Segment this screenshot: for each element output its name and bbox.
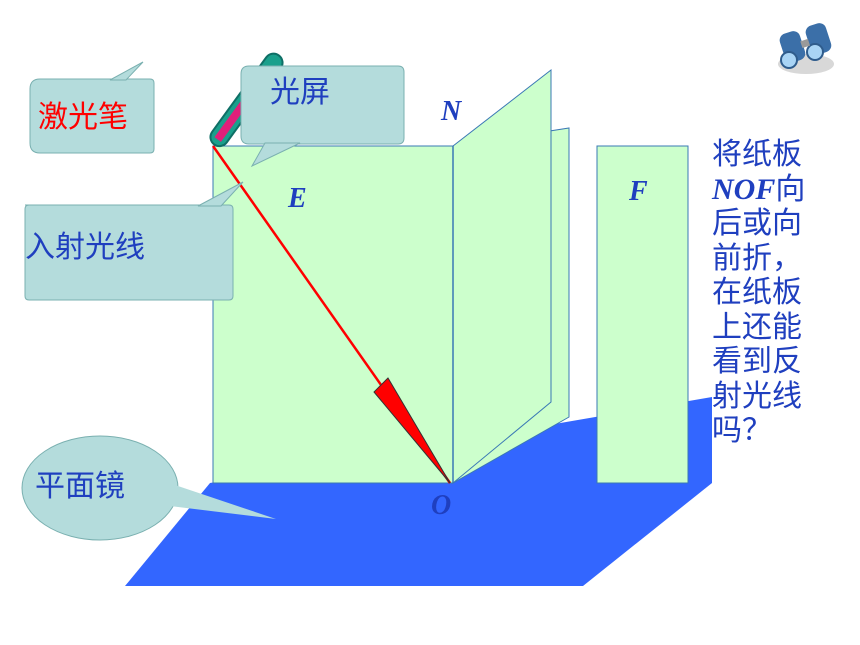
question-line: 前折， [712,240,802,276]
screen-callout [240,65,405,145]
incident-callout [24,204,234,301]
question-line: 看到反 [712,344,802,379]
screen-callout-tail [250,142,301,168]
question-line-rest: 向 [775,171,806,207]
question-line: 吗？ [712,413,772,448]
plane-mirror [125,397,712,586]
board-F-back [596,145,689,484]
pen-callout-tail [109,61,144,81]
mirror-callout-tail [170,484,276,519]
point-N: N [440,96,463,127]
point-O: O [431,490,451,521]
question-line: 射光线 [712,378,802,414]
binoculars-icon[interactable] [778,21,834,74]
incident-callout-tail [197,181,244,207]
incident-ray-label: 入射光线 [25,230,145,265]
question-line: NOF向 [712,171,822,208]
point-F: F [628,176,648,207]
question-line: 后或向 [712,206,802,241]
ray-arrowhead [373,377,451,484]
question-text: 将纸板 NOF向 后或向 前折， 在纸板 上还能 看到反 射光线 吗？ [712,137,822,449]
pen-label: 激光笔 [38,100,128,135]
question-line: 将纸板 [712,137,802,172]
mirror-label: 平面镜 [35,469,125,504]
screen-label: 光屏 [270,75,330,110]
point-E: E [287,183,307,214]
question-line: 在纸板 [712,275,802,310]
board-name-nof: NOF [712,172,776,206]
pen-callout [29,78,155,154]
question-line: 上还能 [712,309,802,345]
